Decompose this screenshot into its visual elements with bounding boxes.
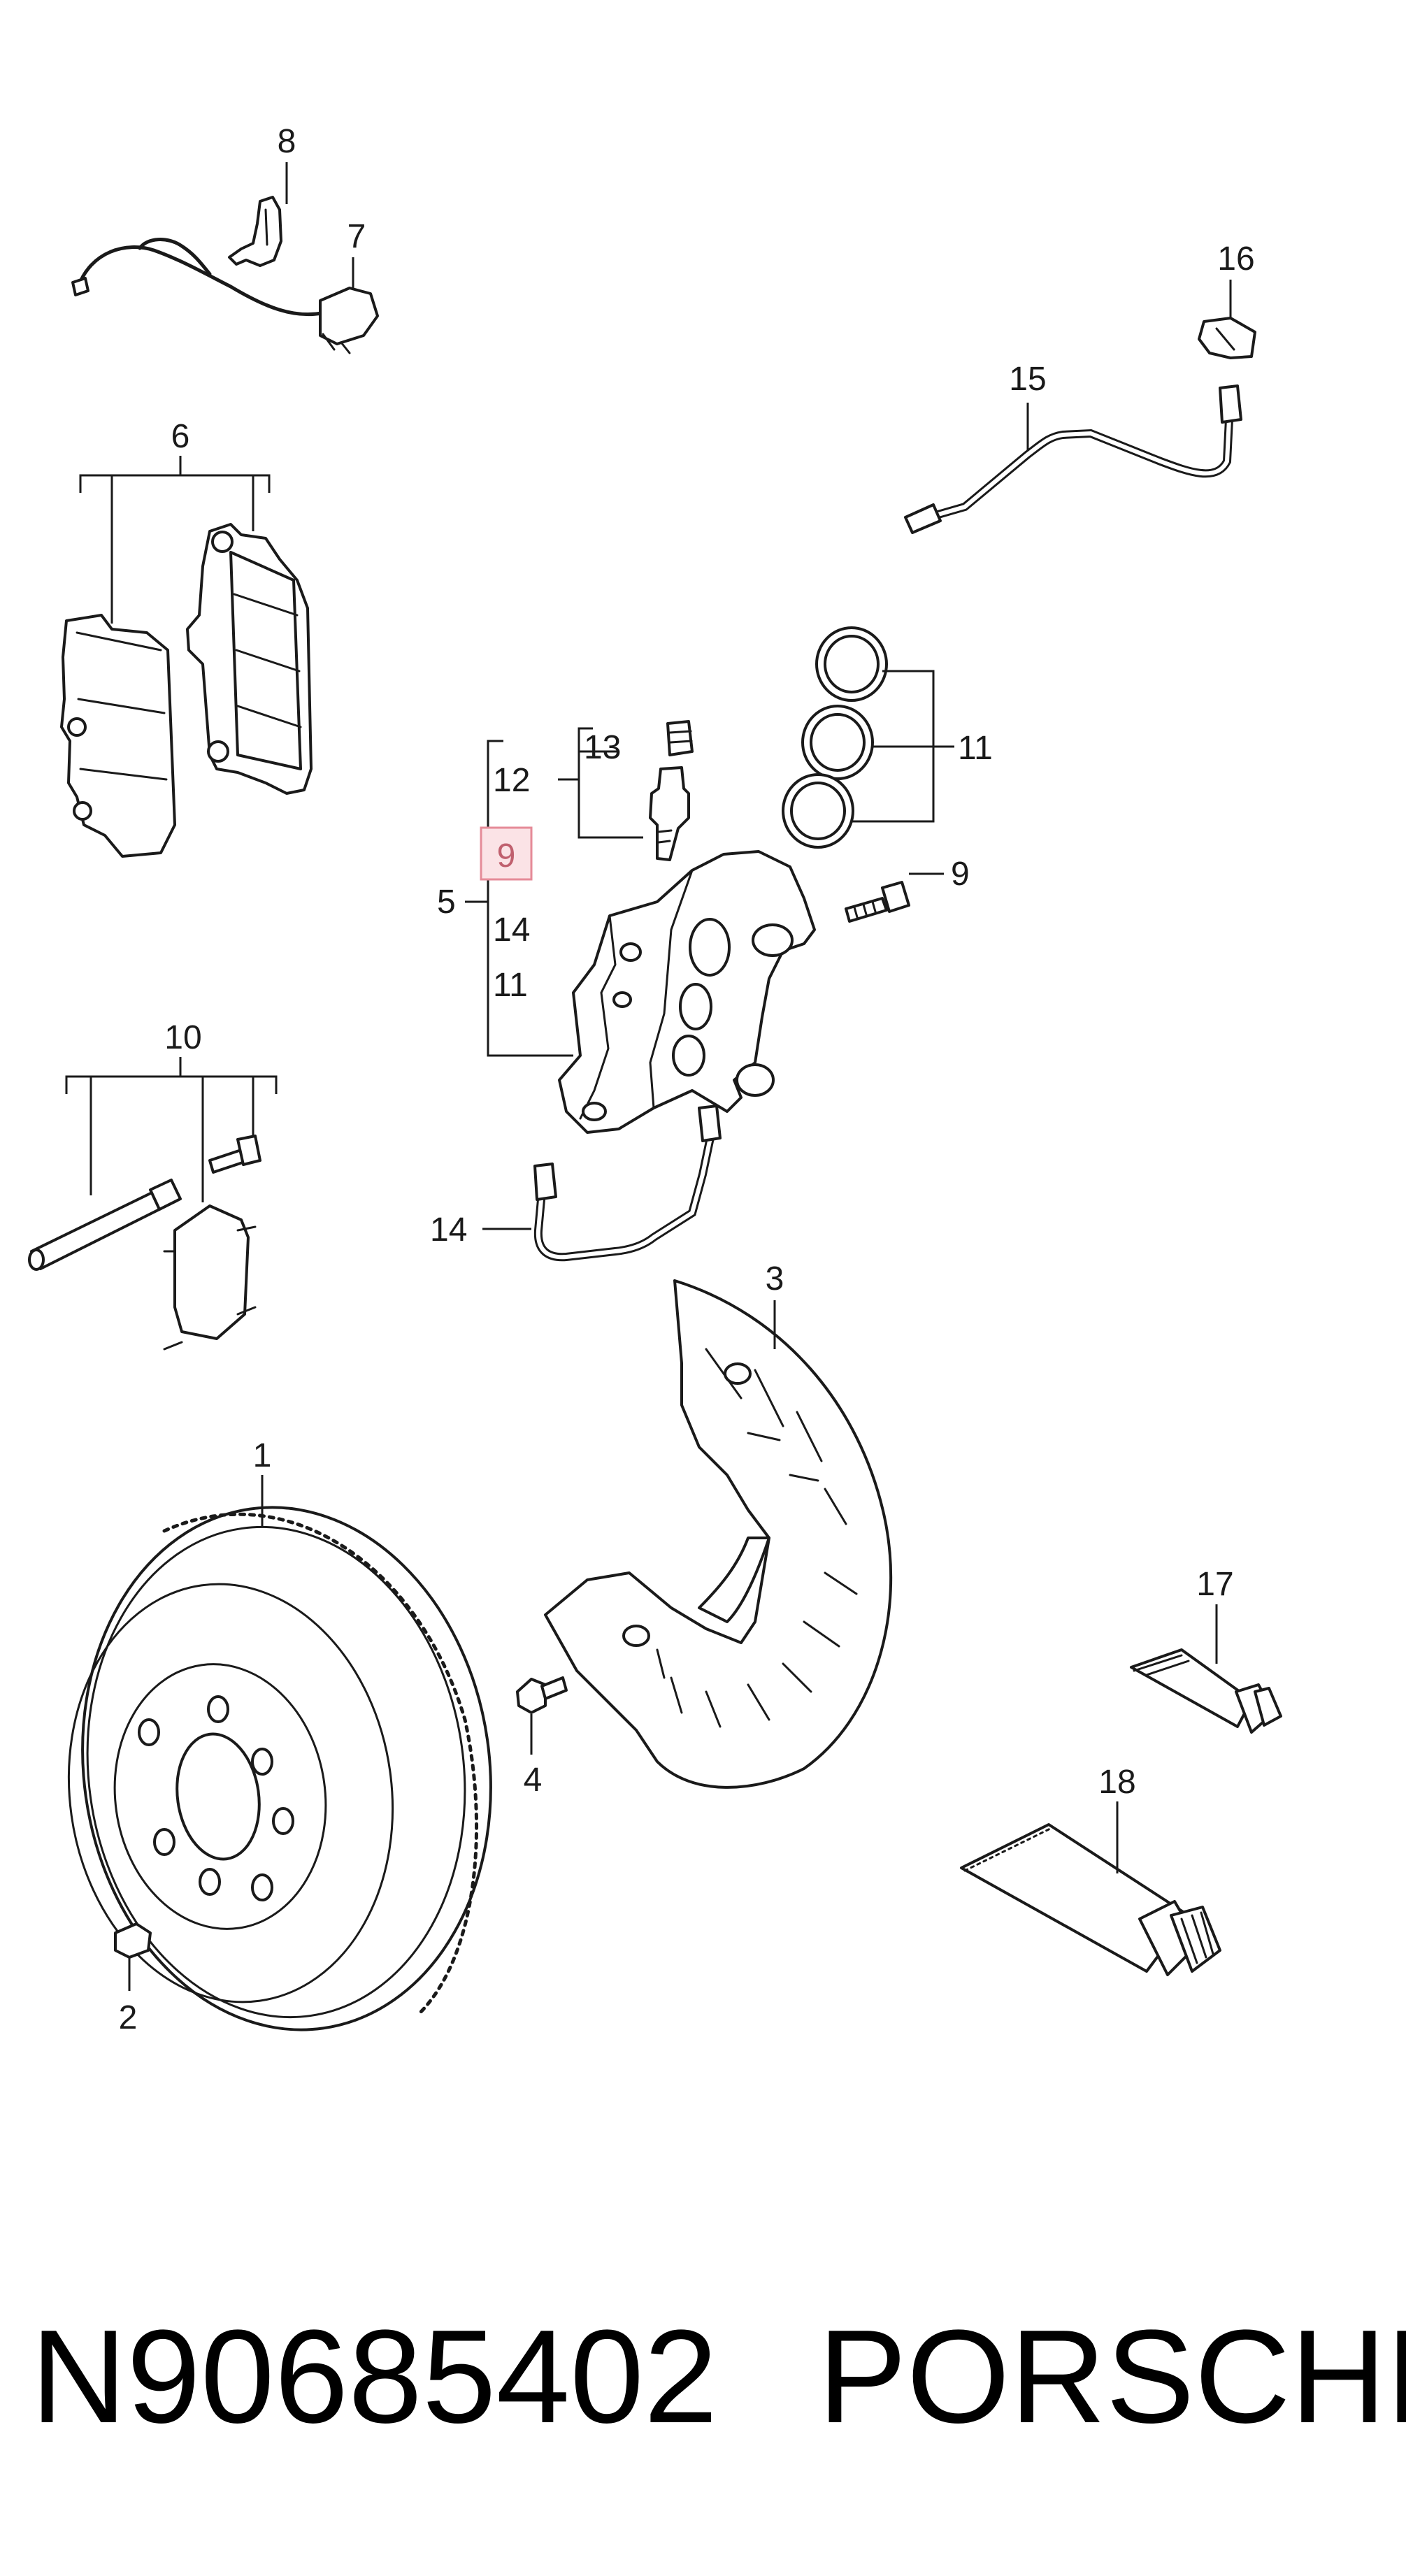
part-16-bracket	[1198, 317, 1256, 359]
callout-18: 18	[1098, 1764, 1135, 1801]
part-7-wear-sensor	[71, 238, 379, 354]
part-14-caliper-line	[533, 1104, 722, 1262]
callout-10: 10	[164, 1019, 201, 1056]
callout-17: 17	[1196, 1566, 1233, 1603]
callout-12: 12	[493, 762, 530, 799]
callout-7: 7	[347, 218, 366, 255]
part-12-bleeder-valve	[649, 766, 690, 861]
callout-14-line: 14	[430, 1211, 467, 1249]
callout-13: 13	[584, 729, 621, 766]
part-3-dust-shield	[544, 1279, 893, 1789]
callout-11-rings: 11	[958, 730, 993, 767]
callout-9-highlighted: 9	[497, 837, 516, 875]
callout-11-group: 11	[493, 967, 528, 1004]
callout-5: 5	[437, 884, 456, 921]
part-17-paste-tube	[1130, 1648, 1282, 1734]
callout-15: 15	[1009, 361, 1046, 398]
part-number-label: N90685402	[31, 2303, 718, 2451]
caliper-housing	[558, 850, 816, 1134]
group-5-caliper-kit	[465, 727, 643, 1057]
highlight-box	[480, 826, 533, 881]
part-6-brake-pads	[60, 456, 313, 858]
part-1-brake-disc	[67, 1506, 492, 2031]
callout-14-group: 14	[493, 912, 530, 949]
callout-2: 2	[119, 1999, 138, 2036]
callout-1: 1	[253, 1437, 272, 1474]
part-8-sensor-clip	[228, 196, 282, 267]
part-18-grease-tube	[960, 1823, 1221, 1976]
callout-8: 8	[278, 123, 296, 160]
part-13-bleeder-cap	[666, 720, 694, 756]
part-10-pin-kit	[28, 1057, 278, 1351]
part-4-shield-bolt	[516, 1676, 568, 1714]
callout-16: 16	[1217, 240, 1254, 278]
callout-9-bolt: 9	[951, 856, 970, 893]
part-2-disc-screw	[114, 1922, 152, 1959]
callout-4: 4	[524, 1762, 543, 1799]
callout-6: 6	[171, 418, 190, 455]
callout-3: 3	[766, 1260, 784, 1297]
part-15-brake-line	[904, 384, 1242, 534]
part-9-caliper-bolt	[845, 881, 910, 923]
brand-label: PORSCHE	[818, 2303, 1406, 2451]
part-11-seal-rings	[782, 626, 954, 849]
